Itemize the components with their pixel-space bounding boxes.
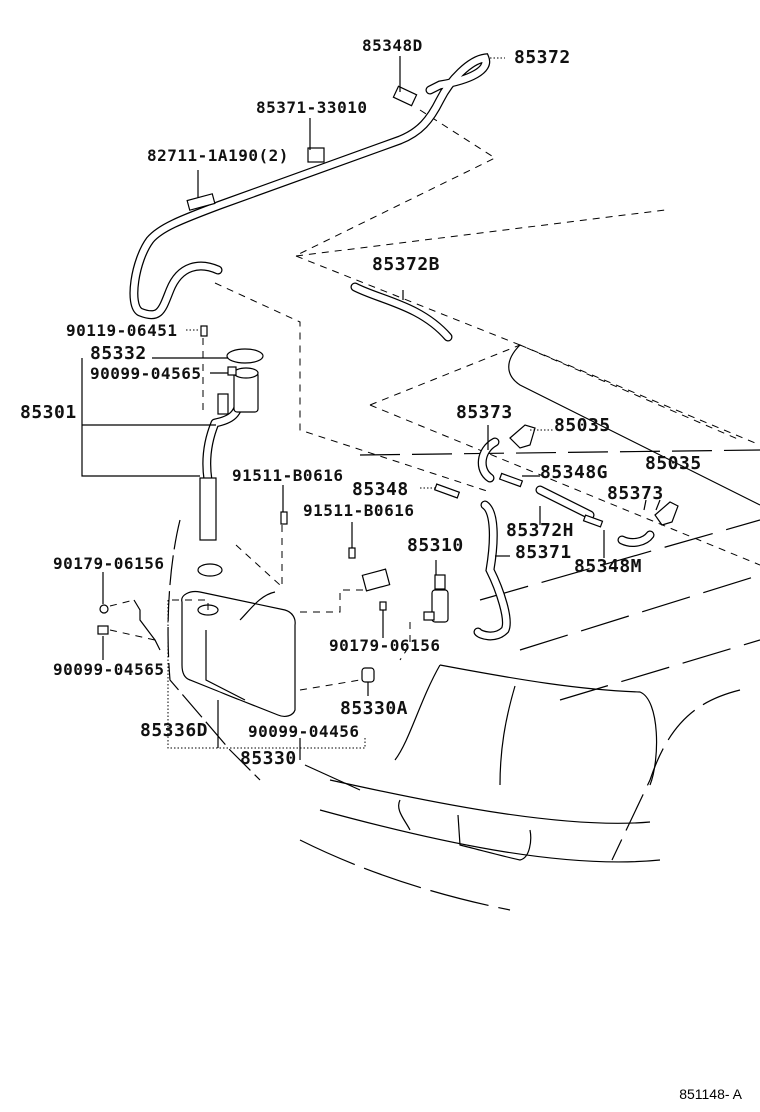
label-90099-04456: 90099-04456 [248, 722, 360, 741]
figure-code: 851148- A [679, 1086, 742, 1102]
washer-tank [181, 563, 296, 717]
hoses [129, 53, 655, 641]
label-85372B: 85372B [372, 254, 441, 275]
label-85348: 85348 [352, 479, 409, 500]
connectors [97, 85, 604, 683]
nozzles [509, 424, 679, 526]
label-90099-04565-upper: 90099-04565 [90, 364, 202, 383]
label-85372: 85372 [514, 47, 571, 68]
label-85310: 85310 [407, 535, 464, 556]
label-90099-04565-lower: 90099-04565 [53, 660, 165, 679]
label-91511-B0616-lower: 91511-B0616 [303, 501, 415, 520]
nozzle-icon [654, 501, 679, 526]
leader-lines [81, 56, 661, 791]
inlet-assembly [199, 348, 264, 541]
label-85332: 85332 [90, 343, 147, 364]
label-85301: 85301 [20, 402, 77, 423]
label-85373-left: 85373 [456, 402, 513, 423]
label-85373-right: 85373 [607, 483, 664, 504]
label-82711-1A190: 82711-1A190(2) [147, 146, 289, 165]
label-90179-06156-right: 90179-06156 [329, 636, 441, 655]
label-85035-left: 85035 [554, 415, 611, 436]
cap-icon [226, 348, 264, 364]
label-85035-right: 85035 [645, 453, 702, 474]
label-85330: 85330 [240, 748, 297, 769]
label-85371: 85371 [515, 542, 572, 563]
car-body-outline [167, 109, 760, 911]
nozzle-icon [509, 424, 536, 449]
pump-85310 [423, 574, 449, 623]
label-85330A: 85330A [340, 698, 409, 719]
label-90179-06156-left: 90179-06156 [53, 554, 165, 573]
label-85348G: 85348G [540, 462, 609, 483]
label-91511-B0616-upper: 91511-B0616 [232, 466, 344, 485]
label-85372H: 85372H [506, 520, 575, 541]
label-85336D: 85336D [140, 720, 209, 741]
label-85348M: 85348M [574, 556, 643, 577]
label-85371-33010: 85371-33010 [256, 98, 368, 117]
label-85348D: 85348D [362, 36, 423, 55]
label-90119-06451: 90119-06451 [66, 321, 178, 340]
